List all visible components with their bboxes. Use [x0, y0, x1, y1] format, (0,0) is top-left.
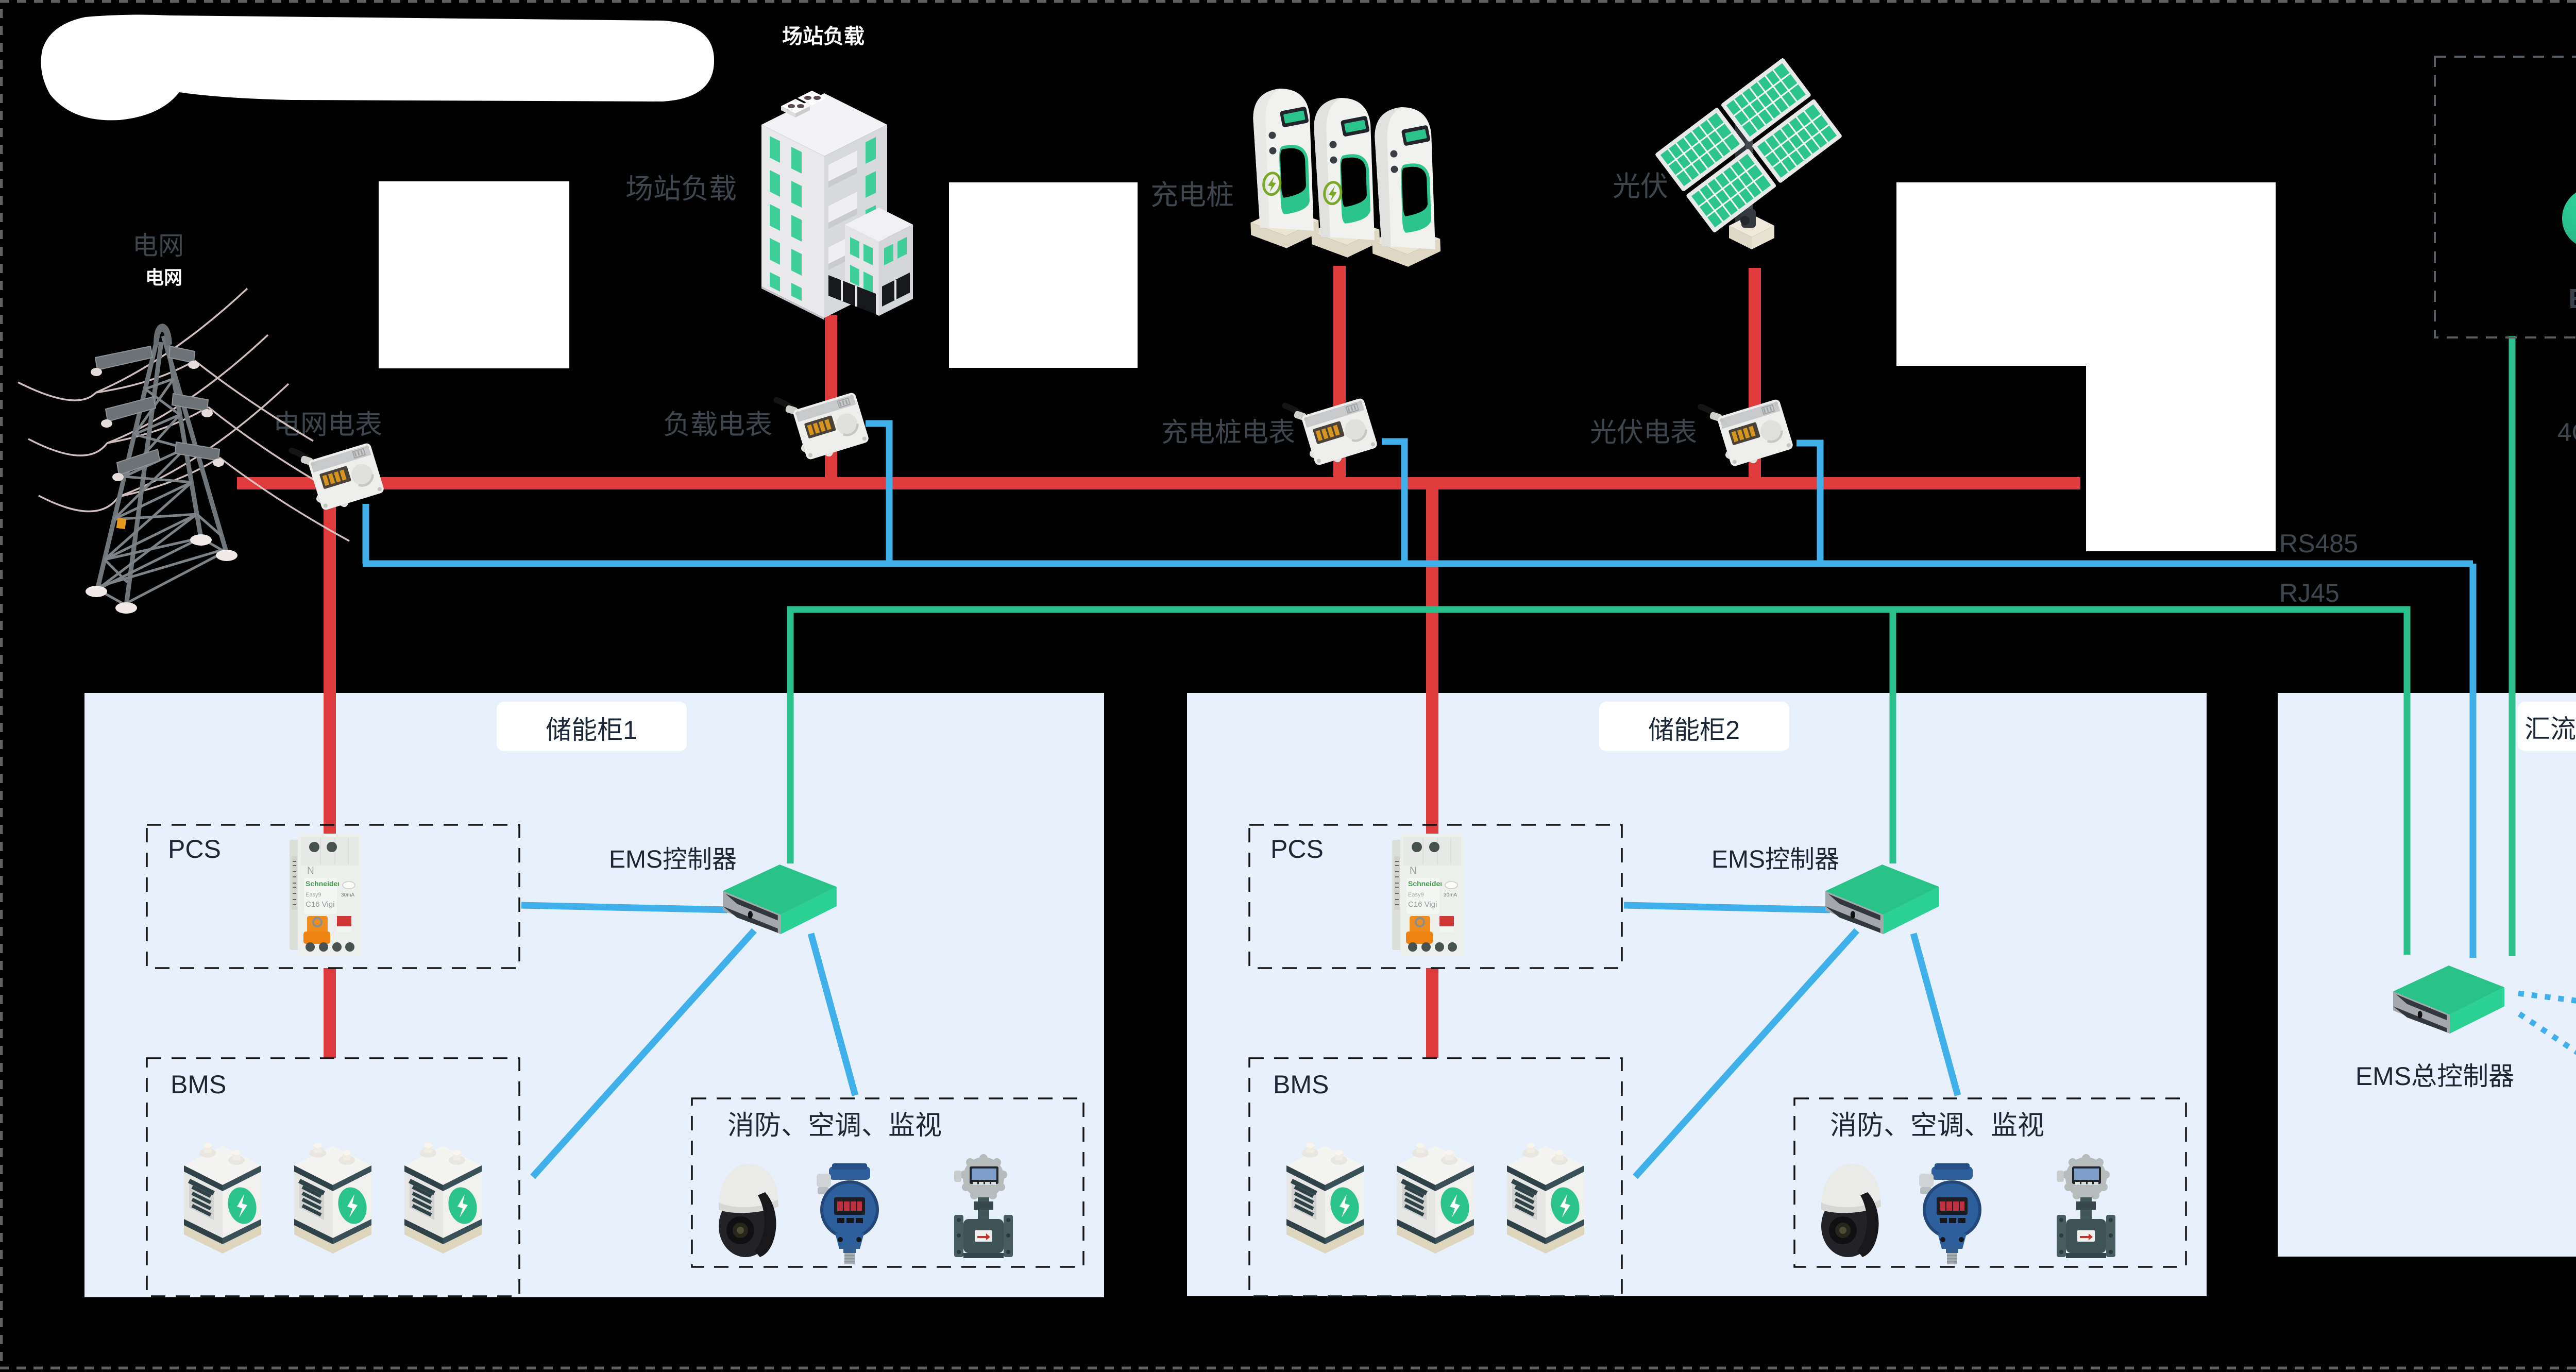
svg-text:汇流柜: 汇流柜: [2524, 715, 2576, 743]
svg-text:RS485: RS485: [2279, 529, 2358, 558]
svg-text:EMS总控制器: EMS总控制器: [2355, 1062, 2514, 1091]
svg-text:PCS: PCS: [1270, 835, 1324, 863]
svg-text:电网: 电网: [132, 231, 184, 260]
svg-text:BMS: BMS: [1273, 1070, 1329, 1099]
svg-text:EMS Cloud: EMS Cloud: [2569, 283, 2576, 314]
svg-text:充电桩电表: 充电桩电表: [1161, 418, 1295, 448]
svg-text:电网: 电网: [145, 267, 182, 288]
svg-text:EMS控制器: EMS控制器: [1711, 846, 1839, 873]
svg-text:负载电表: 负载电表: [663, 410, 772, 440]
svg-text:EMS控制器: EMS控制器: [609, 846, 737, 873]
svg-text:光伏: 光伏: [1613, 171, 1668, 202]
svg-text:场站负载: 场站负载: [625, 174, 737, 205]
svg-text:4G 或以太网: 4G 或以太网: [2557, 418, 2576, 447]
svg-text:储能柜2: 储能柜2: [1648, 716, 1740, 744]
svg-text:BMS: BMS: [171, 1070, 226, 1099]
svg-text:储能柜1: 储能柜1: [546, 716, 637, 744]
svg-text:消防、空调、监视: 消防、空调、监视: [727, 1111, 942, 1141]
svg-text:光伏电表: 光伏电表: [1590, 418, 1697, 448]
svg-text:场站负载: 场站负载: [782, 25, 865, 48]
svg-text:电网电表: 电网电表: [273, 410, 382, 440]
svg-text:消防、空调、监视: 消防、空调、监视: [1830, 1111, 2044, 1141]
svg-text:PCS: PCS: [168, 835, 221, 863]
svg-text:RJ45: RJ45: [2279, 579, 2340, 607]
svg-text:充电桩: 充电桩: [1150, 180, 1234, 211]
